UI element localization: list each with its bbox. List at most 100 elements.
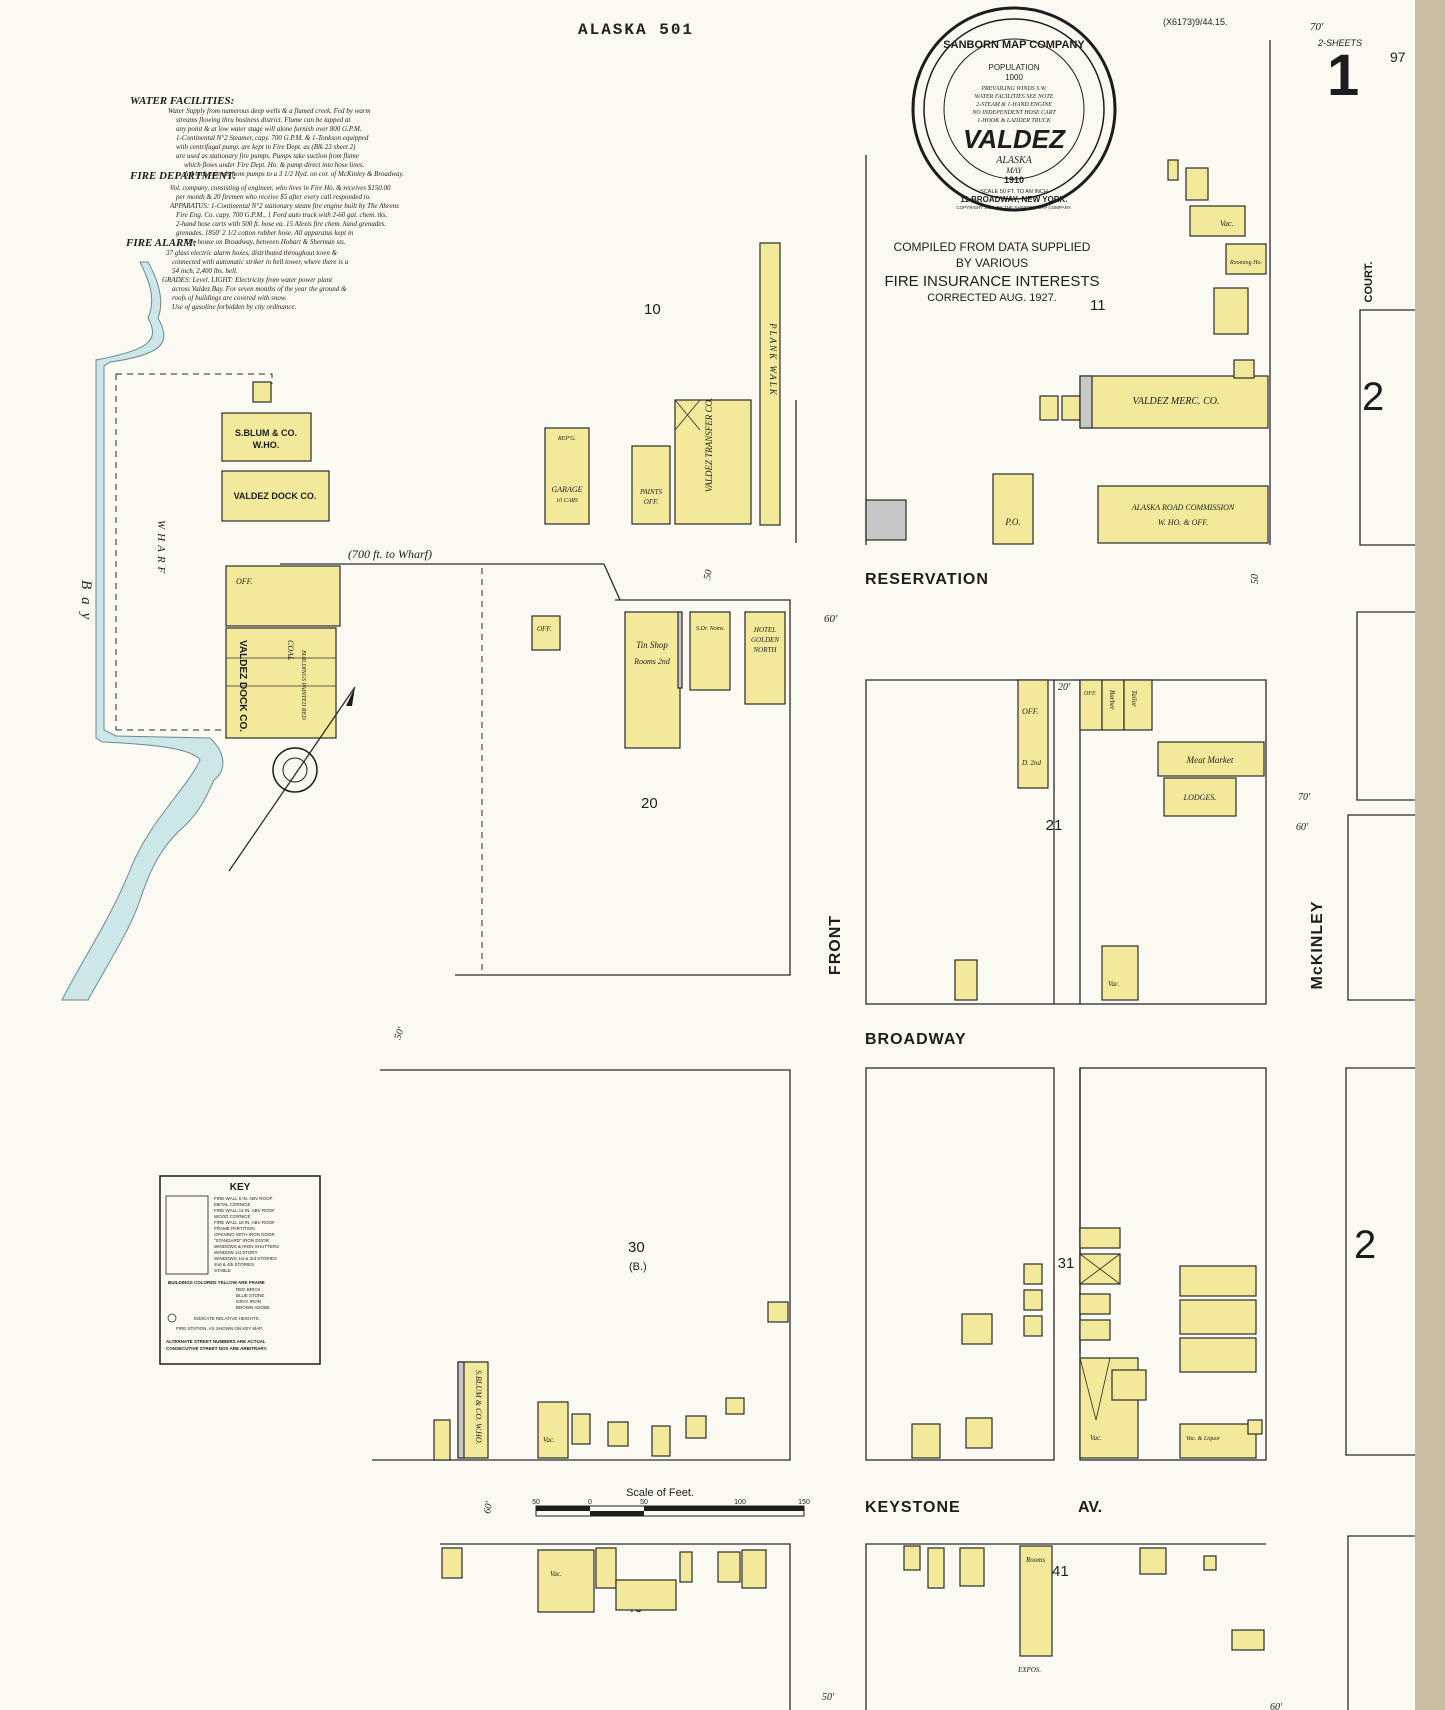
water-line-2: streams flowing thru business district. … xyxy=(176,116,351,124)
block-20-label: 20 xyxy=(641,795,658,812)
hotel-label-2: GOLDEN xyxy=(751,636,779,644)
corner-width: 70' xyxy=(1310,21,1324,33)
blum-label-top: S.BLUM & CO. xyxy=(235,428,297,438)
off-small-label: OFF. xyxy=(1084,691,1096,697)
fire-line-2: per month & 20 firemen who receive $5 af… xyxy=(175,193,371,201)
block-21-label: 21 xyxy=(1046,817,1063,834)
off-20-label: OFF. xyxy=(537,625,552,633)
blum-bottom-label: S.BLUM & CO. W.HO. xyxy=(474,1370,483,1445)
vac-30-label: Vac. xyxy=(543,1436,555,1444)
water-line-3: any point & at low water stage will alon… xyxy=(176,125,362,133)
key-title: KEY xyxy=(230,1182,251,1193)
street-broadway: BROADWAY xyxy=(865,1031,967,1048)
off-21-label: OFF. xyxy=(1022,707,1039,716)
map-paper xyxy=(0,0,1415,1710)
seal-line-4: NO INDEPENDENT HOSE CART xyxy=(971,110,1056,116)
key-item-3: FIRE WALL 12 IN. ABV ROOF xyxy=(214,1208,275,1213)
block-11-buildings: 11 P.O. VALDEZ MERC. CO. ALASKA ROAD COM… xyxy=(865,40,1271,545)
dim-60-bottom: 60' xyxy=(1270,1702,1283,1710)
key-color-1: RED BRICK xyxy=(236,1287,261,1292)
seal-copyright: COPYRIGHT 1910, BY THE SANBORN MAP COMPA… xyxy=(956,205,1071,210)
north-arrow xyxy=(228,686,356,872)
seal-population-label: POPULATION xyxy=(989,63,1040,72)
bay-shoreline: Bay xyxy=(61,261,224,1001)
key-color-3: GRAY IRON xyxy=(236,1299,261,1304)
vac-liquor-building xyxy=(1179,1423,1257,1459)
street-keystone: KEYSTONE xyxy=(865,1499,961,1516)
rooms-41-building xyxy=(1019,1545,1053,1657)
dim-50-broadway: 50' xyxy=(392,1025,407,1041)
key-item-8: "STANDARD" IRON DOOR xyxy=(214,1238,270,1243)
off-d2-building xyxy=(1017,679,1049,789)
garage-sub: 10 CARS xyxy=(556,498,578,504)
dim-60-keystone: 60' xyxy=(482,1500,495,1515)
dim-50-court: 50 xyxy=(1250,574,1261,584)
block-10-buildings: 10 REP'G. GARAGE 10 CARS PAINTS OFF. VAL… xyxy=(544,242,797,543)
key-item-2: METAL CORNICE xyxy=(214,1202,251,1207)
key-item-1: FIRE WALL 6 IN. ABV ROOF xyxy=(214,1196,273,1201)
po-label: P.O. xyxy=(1004,517,1020,527)
blum-sublabel-top: W.HO. xyxy=(253,440,280,450)
block-20: 20 OFF. Tin Shop Rooms 2nd S.Dr. Notns. … xyxy=(455,599,791,976)
valdez-dock-bottom xyxy=(225,627,337,739)
adjacent-sheet-blocks: 20 2 2 xyxy=(1345,309,1415,1710)
water-line-4: 1-Continental N°2 Steamer, capy. 700 G.P… xyxy=(176,134,369,142)
key-heights: INDICATE RELATIVE HEIGHTS. xyxy=(194,1316,260,1321)
key-item-5: FIRE WALL 18 IN. ABV ROOF xyxy=(214,1220,275,1225)
dim-60-mckinley: 60' xyxy=(1296,822,1309,833)
block-30: 30 (B.) S.BLUM & CO. W.HO. Vac. xyxy=(372,1069,791,1461)
water-line-8: A 4 inch extends from pumps to a 3 1/2 H… xyxy=(183,170,404,178)
garage-label: GARAGE xyxy=(551,485,582,494)
wharf: WHARF S.BLUM & CO. W.HO. VALDEZ DOCK CO.… xyxy=(115,373,341,739)
d2nd-label: D. 2nd xyxy=(1021,759,1042,767)
seal-line-1: PREVAILING WINDS S.W. xyxy=(980,86,1046,92)
adjacent-sheet-bottom-numeral: 2 xyxy=(1354,1223,1376,1267)
tinshop-rooms: Rooms 2nd xyxy=(633,657,671,666)
merc-building xyxy=(1079,375,1269,429)
key-colored: BUILDINGS COLORED YELLOW ARE FRAME xyxy=(168,1280,265,1285)
road-commission-building xyxy=(1097,485,1269,544)
scale-tick-3: 50 xyxy=(640,1499,648,1506)
coal-label: COAL xyxy=(286,640,295,661)
water-line-1: Water Supply from numerous deep wells & … xyxy=(168,107,371,115)
blocks-40-41: 40 41 Vac. Rooms EXPOS. xyxy=(440,1543,1266,1710)
fire-dept-title: FIRE DEPARTMENT: xyxy=(129,170,236,182)
seal-state: ALASKA xyxy=(995,155,1032,166)
tailor-shop xyxy=(1123,679,1153,731)
paints-label: PAINTS xyxy=(639,488,663,496)
key-item-13: STABLE xyxy=(214,1268,231,1273)
lodge-label: LODGES. xyxy=(1183,793,1217,802)
fire-line-3: APPARATUS: 1-Continental N°2 stationary … xyxy=(169,202,399,210)
scale-tick-4: 100 xyxy=(734,1499,746,1506)
small-bldg-1 xyxy=(1039,395,1059,421)
block-41-label: 41 xyxy=(1052,1563,1069,1580)
fire-line-1: Vol. company, consisting of engineer, wh… xyxy=(170,184,391,192)
grades-line-3: roofs of buildings are covered with snow… xyxy=(172,294,287,302)
sdr-notns xyxy=(689,611,731,691)
post-office xyxy=(992,473,1034,545)
block-21: 21 OFF. D. 2nd OFF. Barber Tailor Meat M… xyxy=(865,679,1267,1005)
vac-30-building xyxy=(537,1401,569,1459)
block-11-label: 11 xyxy=(1090,297,1106,314)
vac-top-label: Vac. xyxy=(1220,219,1234,228)
garage-building xyxy=(544,427,590,525)
street-mckinley: McKINLEY xyxy=(1309,901,1326,990)
tailor-label: Tailor xyxy=(1130,690,1138,707)
key-alt-2: CONSECUTIVE STREET NOS ARE ARBITRARY. xyxy=(166,1346,267,1351)
blum-warehouse-top xyxy=(221,412,312,462)
alarm-line-2: connected with automatic striker in bell… xyxy=(172,258,349,266)
wharf-shed xyxy=(252,381,272,403)
vac-building-top xyxy=(1189,205,1246,237)
seal-town: VALDEZ xyxy=(963,124,1066,154)
scale-title: Scale of Feet. xyxy=(626,1487,694,1499)
sheet-count: 2-SHEETS xyxy=(1317,38,1362,48)
transfer-label: VALDEZ TRANSFER CO. xyxy=(704,398,714,493)
block-30-sub: (B.) xyxy=(629,1261,647,1273)
block-31: 31 Vac. Vac. & Liquor xyxy=(865,1067,1267,1461)
grades-line-4: Use of gasoline forbidden by city ordina… xyxy=(172,303,297,311)
valdez-dock-off xyxy=(225,565,341,627)
alaska-stamp: ALASKA 501 xyxy=(578,21,694,39)
block-31-label: 31 xyxy=(1058,1255,1075,1272)
seal-month: MAY xyxy=(1005,166,1023,175)
